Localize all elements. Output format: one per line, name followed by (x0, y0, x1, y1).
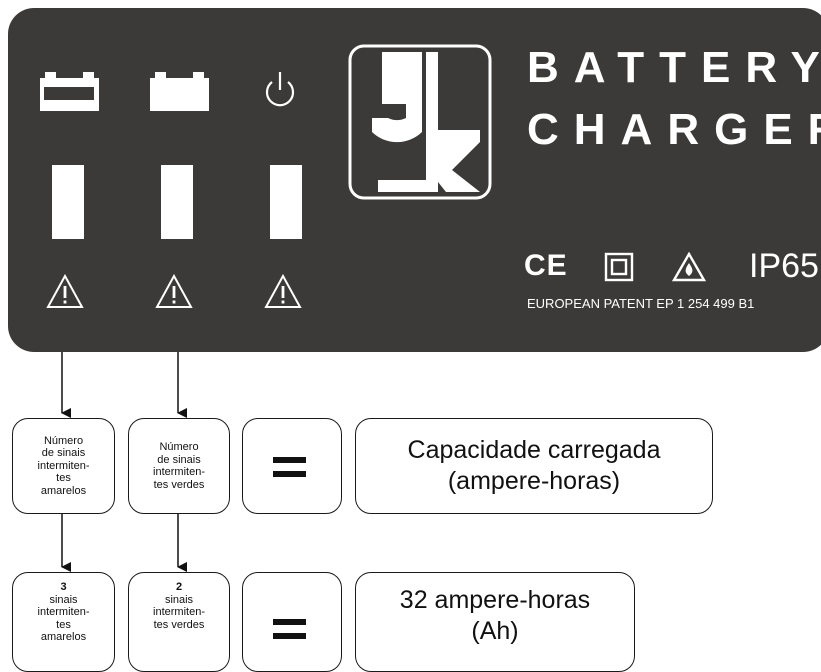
green-signals-label: Número de sinais intermiten- tes verdes (153, 441, 205, 491)
green-signals-value: 2 sinais intermiten- tes verdes (153, 581, 205, 631)
battery-empty-icon (40, 72, 99, 111)
warning-icon (46, 274, 84, 308)
warning-icon (155, 274, 193, 308)
power-icon (265, 72, 295, 107)
jk-logo (348, 44, 492, 200)
green-signals-label-box: Número de sinais intermiten- tes verdes (128, 418, 230, 514)
power-indicator-bar (270, 165, 302, 239)
flame-warning-icon (672, 252, 706, 282)
green-signals-value-box: 2 sinais intermiten- tes verdes (128, 572, 230, 672)
yellow-signals-value: 3 sinais intermiten- tes amarelos (38, 581, 90, 644)
ip-rating: IP65 (749, 247, 819, 285)
equals-box-2: = (242, 572, 342, 672)
yellow-signals-label-box: Número de sinais intermiten- tes amarelo… (12, 418, 115, 514)
green-count-text: sinais intermiten- tes verdes (153, 593, 205, 631)
title-line-1: BATTERY (527, 43, 821, 92)
double-insulation-icon (604, 252, 634, 282)
capacity-label-box: Capacidade carregada (ampere-horas) (355, 418, 713, 514)
yellow-signals-label: Número de sinais intermiten- tes amarelo… (37, 434, 90, 497)
capacity-value: 32 ampere-horas (Ah) (399, 586, 591, 645)
green-indicator-bar (161, 165, 193, 239)
charger-panel: BATTERY CHARGER CE IP65 EUROPEAN PATENT … (8, 8, 821, 352)
capacity-label: Capacidade carregada (ampere-horas) (407, 436, 661, 495)
title-line-2: CHARGER (527, 105, 821, 154)
yellow-indicator-bar (52, 165, 84, 239)
yellow-signals-value-box: 3 sinais intermiten- tes amarelos (12, 572, 115, 672)
yellow-count-text: sinais intermiten- tes amarelos (37, 593, 90, 644)
green-count: 2 (175, 581, 183, 593)
capacity-value-box: 32 ampere-horas (Ah) (355, 572, 635, 672)
patent-text: EUROPEAN PATENT EP 1 254 499 B1 (527, 296, 755, 311)
equals-box: = (242, 418, 342, 514)
yellow-count: 3 (60, 581, 67, 593)
ce-mark: CE (524, 249, 568, 282)
battery-full-icon (150, 72, 209, 111)
warning-icon (264, 274, 302, 308)
